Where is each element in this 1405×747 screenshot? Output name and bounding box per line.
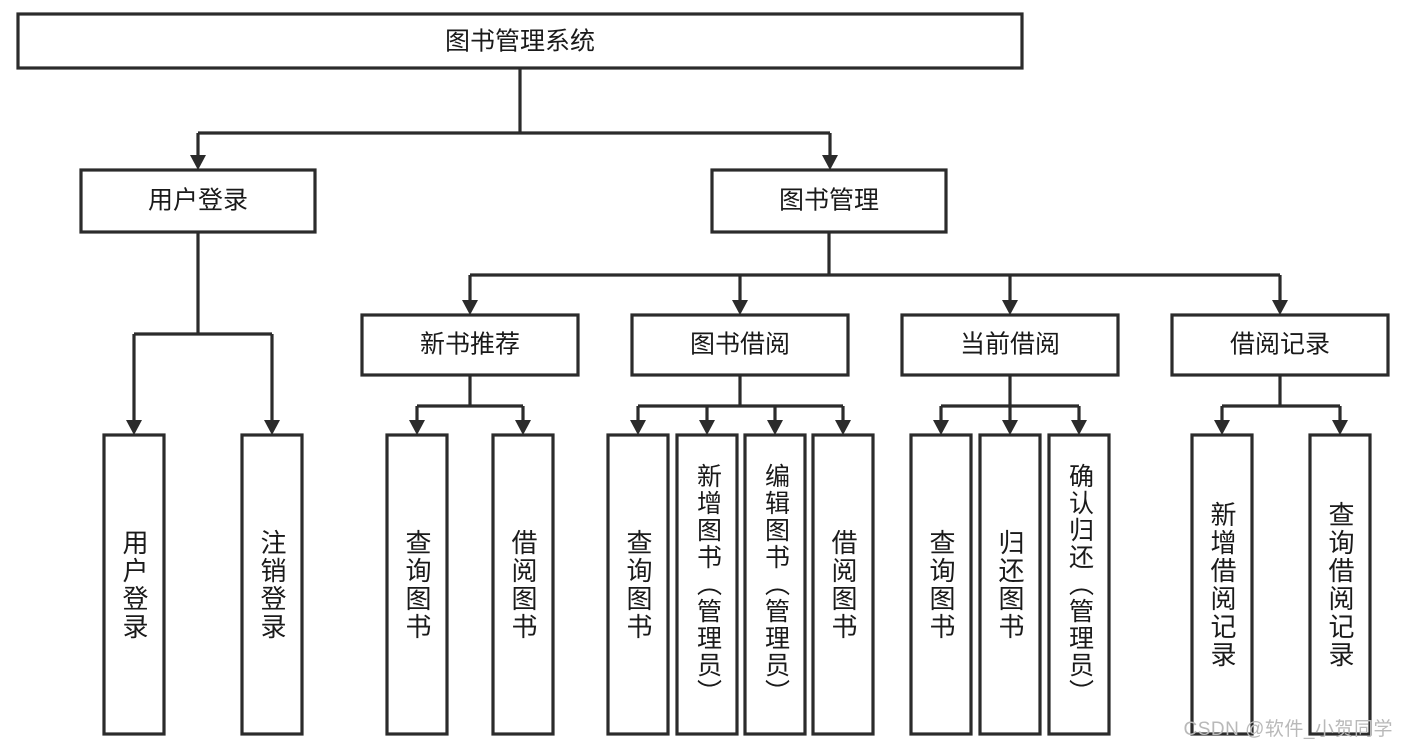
node-current-borrow-box[interactable] [900, 313, 1120, 377]
leaf-box-current-borrow-3[interactable] [1047, 433, 1111, 736]
arrow-new-book-leaf-2 [515, 420, 531, 435]
node-borrow-record-box[interactable] [1170, 313, 1390, 377]
arrow-to-user-login [190, 155, 206, 170]
node-book-management-label: 图书管理 [779, 187, 879, 215]
node-user-login-label: 用户登录 [148, 187, 248, 215]
arrow-book-borrow-leaf-1 [630, 420, 646, 435]
arrow-book-borrow-leaf-4 [835, 420, 851, 435]
leaf-box-borrow-record-2[interactable] [1308, 433, 1372, 736]
arrow-book-borrow-leaf-3 [767, 420, 783, 435]
leaf-box-new-book-2[interactable] [491, 433, 555, 736]
arrow-to-new-book [462, 300, 478, 315]
node-root-box[interactable] [16, 12, 1024, 70]
leaf-box-book-borrow-4[interactable] [811, 433, 875, 736]
arrow-current-borrow-leaf-2 [1002, 420, 1018, 435]
leaf-box-current-borrow-1[interactable] [909, 433, 973, 736]
node-current-borrow-label: 当前借阅 [960, 331, 1060, 359]
arrow-to-book-mgmt [822, 155, 838, 170]
leaf-box-borrow-record-1[interactable] [1190, 433, 1254, 736]
csdn-watermark: CSDN @软件_小贺同学 [1183, 719, 1393, 740]
arrow-current-borrow-leaf-1 [933, 420, 949, 435]
node-root-label: 图书管理系统 [445, 28, 595, 56]
node-book-borrow-box[interactable] [630, 313, 850, 377]
leaf-box-book-borrow-1[interactable] [606, 433, 670, 736]
arrow-book-borrow-leaf-2 [699, 420, 715, 435]
arrow-borrow-record-leaf-2 [1332, 420, 1348, 435]
leaf-box-new-book-1[interactable] [385, 433, 449, 736]
node-book-management-box[interactable] [710, 168, 948, 234]
leaf-box-current-borrow-2[interactable] [978, 433, 1042, 736]
arrow-new-book-leaf-1 [409, 420, 425, 435]
arrow-to-book-borrow [732, 300, 748, 315]
arrow-borrow-record-leaf-1 [1214, 420, 1230, 435]
arrow-to-current-borrow [1002, 300, 1018, 315]
node-new-book-recommend-box[interactable] [360, 313, 580, 377]
leaf-box-user-login-2[interactable] [240, 433, 304, 736]
node-book-borrow-label: 图书借阅 [690, 331, 790, 359]
arrow-current-borrow-leaf-3 [1071, 420, 1087, 435]
leaf-box-book-borrow-3[interactable] [743, 433, 807, 736]
leaf-box-user-login-1[interactable] [102, 433, 166, 736]
arrow-user-login-leaf-2 [264, 420, 280, 435]
node-borrow-record-label: 借阅记录 [1230, 331, 1330, 359]
node-new-book-recommend-label: 新书推荐 [420, 331, 520, 359]
arrow-user-login-leaf-1 [126, 420, 142, 435]
leaf-box-book-borrow-2[interactable] [675, 433, 739, 736]
arrow-to-borrow-record [1272, 300, 1288, 315]
